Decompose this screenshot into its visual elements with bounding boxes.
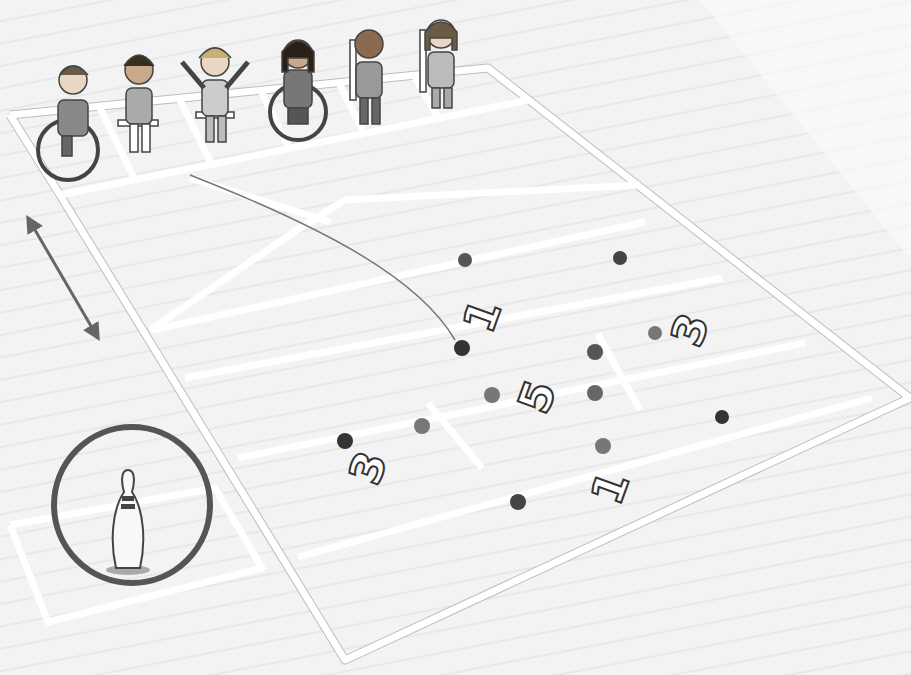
court-lines <box>10 68 910 660</box>
balls <box>337 251 729 510</box>
bowling-pin <box>54 427 210 583</box>
ball-path <box>190 175 455 340</box>
children <box>38 20 457 180</box>
distance-arrow <box>28 218 98 338</box>
